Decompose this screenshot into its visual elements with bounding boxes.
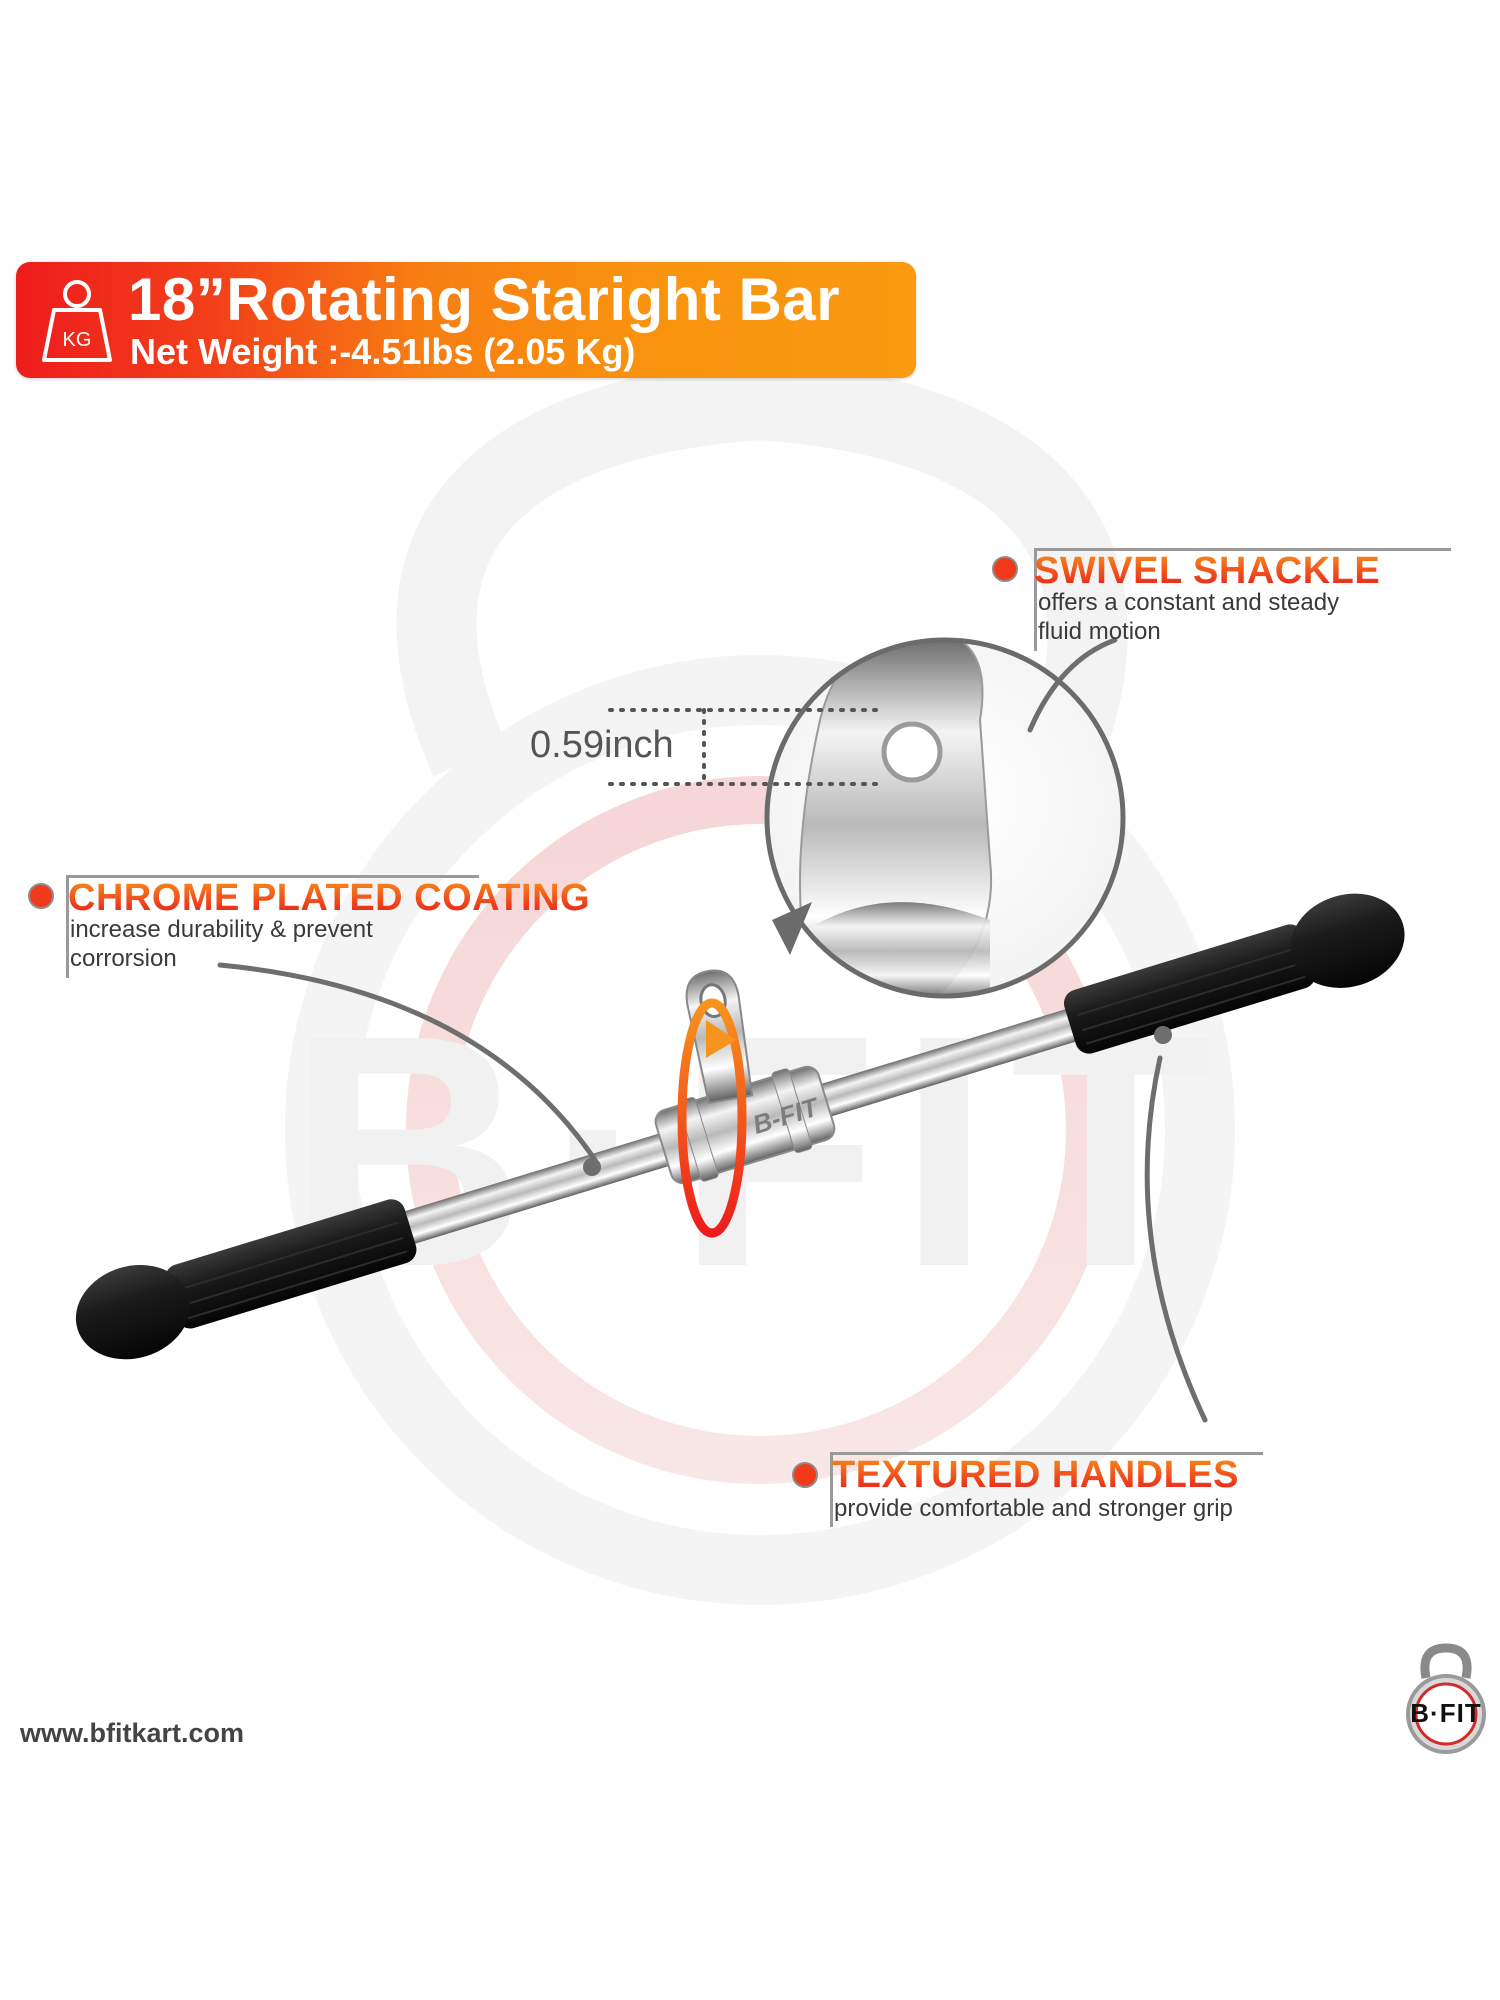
shackle-zoom-detail	[764, 637, 1126, 999]
logo-text: B·FIT	[1410, 1698, 1482, 1728]
callout-title: TEXTURED HANDLES	[832, 1454, 1240, 1496]
callout-desc-line: fluid motion	[1038, 618, 1161, 645]
callout-desc-line: offers a constant and steady	[1038, 589, 1340, 616]
svg-text:KG: KG	[63, 329, 92, 351]
net-weight: Net Weight :-4.51lbs (2.05 Kg)	[130, 331, 636, 372]
callout-desc-line: corrorsion	[70, 945, 177, 972]
dimension-label: 0.59inch	[530, 724, 674, 766]
bullet-dot-icon	[992, 556, 1018, 582]
leader-line-chrome	[217, 962, 598, 1163]
callout-title: SWIVEL SHACKLE	[1034, 550, 1381, 592]
dimension-guides	[608, 708, 882, 786]
bullet-dot-icon	[28, 883, 54, 909]
leader-line-swivel	[1027, 637, 1118, 733]
callout-desc-line: increase durability & prevent	[70, 916, 373, 943]
bullet-dot-icon	[792, 1462, 818, 1488]
bfit-logo: B·FIT	[1398, 1638, 1494, 1758]
title-banner: KG 18”Rotating Staright Bar Net Weight :…	[16, 262, 916, 378]
callout-title: CHROME PLATED COATING	[68, 877, 591, 919]
leader-line-handles	[1144, 1055, 1208, 1423]
callout-desc-line: provide comfortable and stronger grip	[834, 1495, 1233, 1522]
product-title: 18”Rotating Staright Bar	[128, 266, 841, 333]
kettlebell-weight-icon: KG	[42, 280, 112, 362]
kettlebell-logo-icon	[1406, 1643, 1486, 1754]
website-url[interactable]: www.bfitkart.com	[20, 1718, 245, 1748]
rotation-arrow-icon	[677, 998, 747, 1238]
